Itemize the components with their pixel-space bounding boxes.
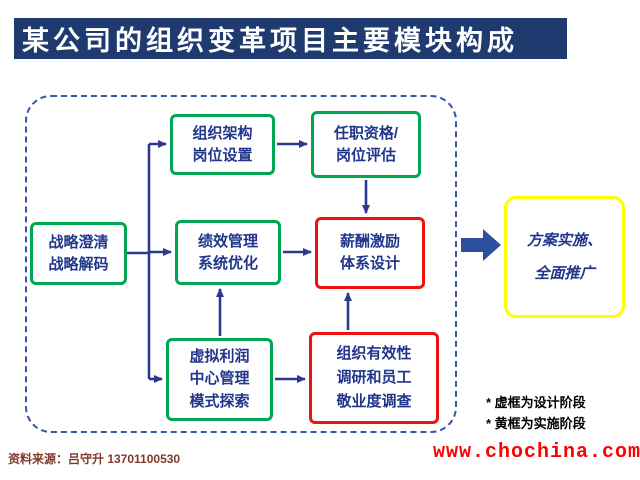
node-qualification: 任职资格/ 岗位评估	[311, 111, 421, 178]
design-phase-frame	[25, 95, 457, 433]
node-virtual-profit: 虚拟利润 中心管理 模式探索	[166, 338, 273, 421]
legend-note-design: * 虚框为设计阶段	[486, 395, 586, 410]
slide-title: 某公司的组织变革项目主要模块构成	[22, 26, 518, 56]
node-performance: 绩效管理 系统优化	[175, 220, 281, 285]
node-org-effectiveness: 组织有效性 调研和员工 敬业度调查	[309, 332, 439, 424]
legend: * 虚框为设计阶段 * 黄框为实施阶段	[486, 393, 636, 435]
legend-note-implement: * 黄框为实施阶段	[486, 415, 586, 431]
source-attribution: 资料来源：吕守升 13701100530	[8, 452, 181, 466]
website-link[interactable]: www.chochina.com	[433, 441, 640, 464]
node-implementation: 方案实施、 全面推广	[504, 196, 625, 318]
node-org-structure: 组织架构 岗位设置	[170, 114, 275, 175]
slide-title-bar: 某公司的组织变革项目主要模块构成	[14, 18, 567, 59]
node-compensation: 薪酬激励 体系设计	[315, 217, 425, 289]
block-arrow-to-implementation	[461, 229, 501, 261]
node-strategy: 战略澄清 战略解码	[30, 222, 127, 285]
